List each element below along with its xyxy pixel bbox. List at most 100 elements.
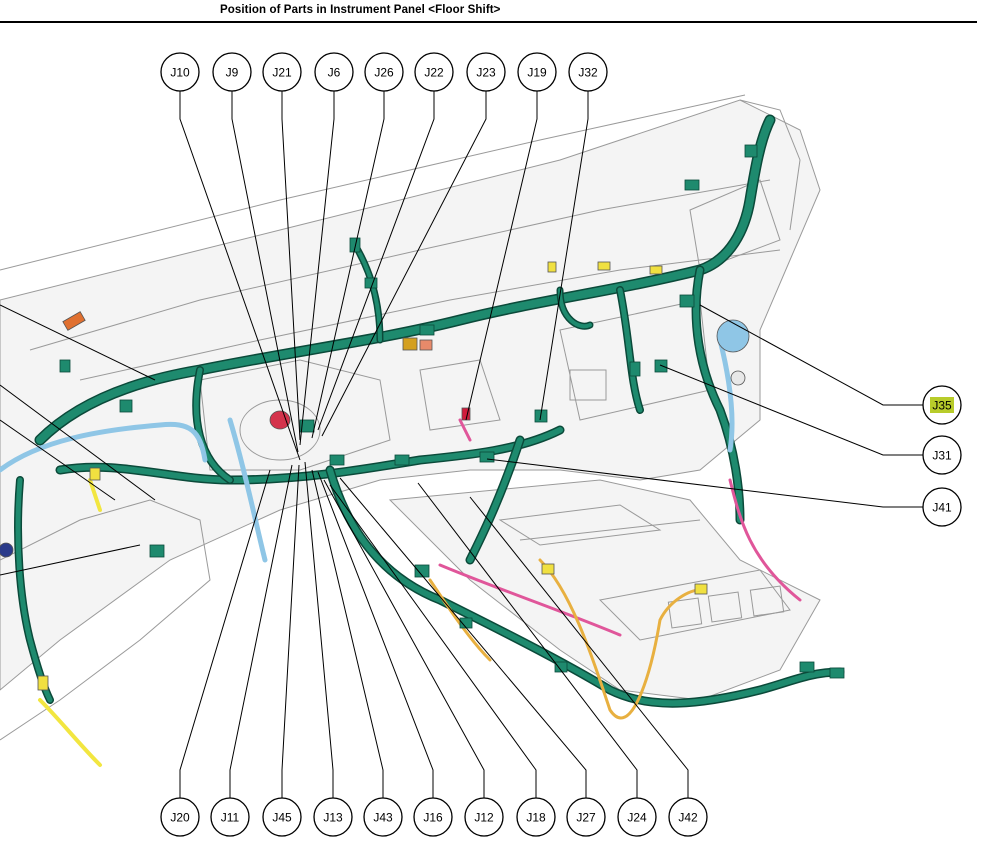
callout-j32: J32	[568, 52, 608, 92]
callout-circle	[262, 797, 302, 837]
callout-j45: J45	[262, 797, 302, 837]
callout-j31: J31	[922, 435, 962, 475]
callout-j26: J26	[364, 52, 404, 92]
callout-j19: J19	[517, 52, 557, 92]
bottom-callouts: J20 J11 J45 J13 J43 J16 J12 J18 J27 J24 J42	[160, 461, 708, 837]
main-harness	[14, 114, 845, 708]
callout-j21: J21	[262, 52, 302, 92]
leader-j35	[699, 304, 923, 406]
callout-j6: J6	[314, 52, 354, 92]
callout-circle	[160, 52, 200, 92]
callout-j35: J35	[922, 385, 962, 425]
callout-j12: J12	[464, 797, 504, 837]
leader-j12	[323, 479, 485, 798]
callout-label: J35	[932, 399, 952, 413]
callout-circle	[668, 797, 708, 837]
callout-circle	[466, 52, 506, 92]
callout-label: J16	[423, 811, 443, 825]
callout-j18: J18	[516, 797, 556, 837]
callout-j22: J22	[414, 52, 454, 92]
leader-j22	[317, 91, 435, 431]
leader-j16	[317, 471, 434, 798]
callout-j27: J27	[566, 797, 606, 837]
callout-label: J24	[627, 811, 647, 825]
callout-circle	[413, 797, 453, 837]
callout-label: J19	[527, 66, 547, 80]
callout-label: J22	[424, 66, 444, 80]
instrument-panel-outline	[0, 94, 821, 741]
leader-j19	[465, 91, 538, 421]
callout-j16: J16	[413, 797, 453, 837]
left-edge-leaders	[0, 304, 156, 576]
leader-j21	[281, 91, 301, 441]
callout-circle	[210, 797, 250, 837]
leader-j41	[486, 458, 923, 508]
callout-circle	[617, 797, 657, 837]
leader-j31	[659, 364, 923, 456]
callout-label: J26	[374, 66, 394, 80]
leader-j23	[321, 91, 487, 437]
callout-label: J9	[226, 66, 239, 80]
callout-label: J11	[221, 811, 240, 825]
callout-label: J10	[170, 66, 190, 80]
callout-label: J27	[576, 811, 596, 825]
callout-label: J23	[476, 66, 496, 80]
callout-label: J43	[373, 811, 393, 825]
leader-j42	[469, 496, 689, 798]
callout-circle	[262, 52, 302, 92]
callout-circle	[364, 52, 404, 92]
callout-j42: J42	[668, 797, 708, 837]
leader-j9	[231, 91, 299, 453]
callout-circle	[566, 797, 606, 837]
callout-label: J21	[272, 66, 292, 80]
top-callouts: J10 J9 J21 J6 J26 J22 J23 J19 J32	[160, 52, 608, 461]
callout-j24: J24	[617, 797, 657, 837]
leader-j6	[299, 91, 335, 446]
callout-circle	[517, 52, 557, 92]
callout-j11: J11	[210, 797, 250, 837]
callout-circle	[313, 797, 353, 837]
callout-circle	[516, 797, 556, 837]
callout-circle	[363, 797, 403, 837]
callout-j43: J43	[363, 797, 403, 837]
callout-circle	[922, 435, 962, 475]
callout-j20: J20	[160, 797, 200, 837]
callout-label: J31	[932, 449, 952, 463]
callout-label: J41	[932, 501, 952, 515]
callout-circle	[414, 52, 454, 92]
callout-circle	[922, 487, 962, 527]
leader-j45	[281, 464, 300, 798]
leader-j18	[329, 484, 537, 798]
callout-label: J42	[678, 811, 698, 825]
callout-circle	[568, 52, 608, 92]
callout-j23: J23	[466, 52, 506, 92]
callout-circle	[314, 52, 354, 92]
callout-circle	[160, 797, 200, 837]
leader-j10	[179, 91, 301, 461]
sub-wires	[0, 337, 802, 767]
callout-j9: J9	[212, 52, 252, 92]
callout-label: J13	[323, 811, 343, 825]
callout-j13: J13	[313, 797, 353, 837]
callout-label: J6	[328, 66, 341, 80]
callout-label: J32	[578, 66, 598, 80]
callout-label: J12	[474, 811, 494, 825]
callout-label: J18	[526, 811, 546, 825]
title-rule	[0, 21, 977, 23]
leader-j24	[417, 482, 638, 798]
callout-circle	[212, 52, 252, 92]
leader-j13	[304, 461, 334, 798]
callout-label: J20	[170, 811, 190, 825]
leader-j43	[311, 469, 384, 798]
callout-j41: J41	[922, 487, 962, 527]
page-title: Position of Parts in Instrument Panel <F…	[220, 4, 501, 16]
leader-j27	[339, 477, 587, 798]
highlight-marker	[930, 397, 954, 413]
leader-j26	[311, 91, 385, 439]
callout-j10: J10	[160, 52, 200, 92]
connectors	[0, 144, 845, 691]
callout-label: J45	[272, 811, 292, 825]
leader-j11	[229, 464, 293, 798]
